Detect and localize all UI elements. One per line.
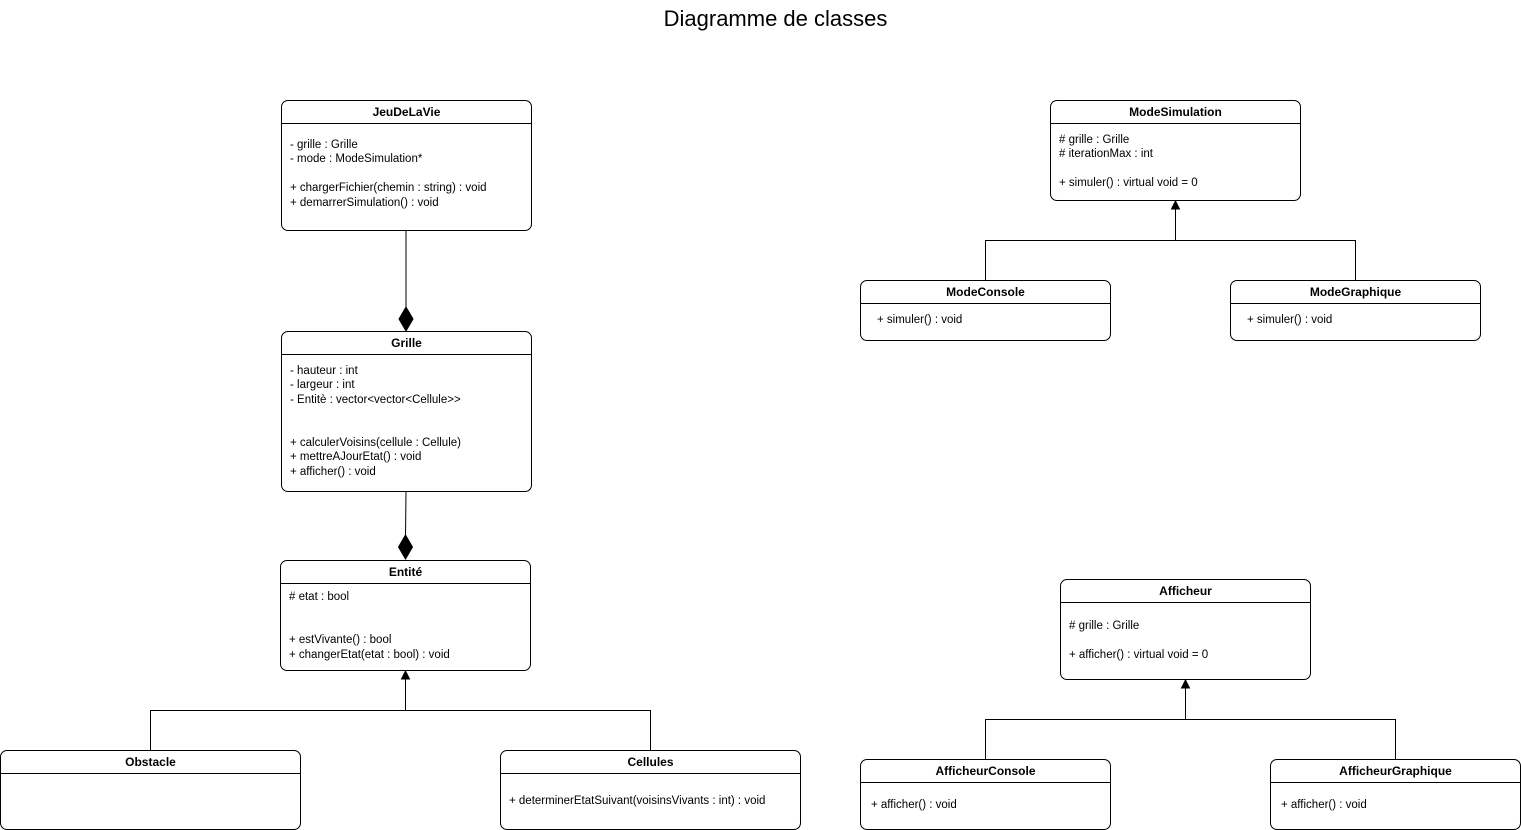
method: + afficher() : void: [290, 465, 376, 478]
class-obstacle[interactable]: Obstacle: [0, 750, 301, 830]
method: + afficher() : virtual void = 0: [1069, 648, 1209, 661]
class-cellules[interactable]: Cellules + determinerEtatSuivant(voisins…: [500, 750, 801, 830]
attribute: # grille : Grille: [1069, 620, 1140, 632]
spacer: [290, 422, 523, 436]
inheritance-entite: [150, 669, 651, 751]
class-modeconsole[interactable]: ModeConsole + simuler() : void: [860, 280, 1111, 341]
class-name: ModeSimulation: [1051, 101, 1300, 124]
class-grille[interactable]: Grille - hauteur : int - largeur : int -…: [281, 331, 532, 492]
method: + calculerVoisins(cellule : Cellule): [290, 437, 461, 449]
class-entite[interactable]: Entité # etat : bool + estVivante() : bo…: [280, 560, 531, 671]
inheritance-arrow: [1170, 199, 1181, 210]
attribute: # etat : bool: [289, 591, 350, 603]
method: + changerEtat(etat : bool) : void: [289, 648, 450, 661]
attribute: - hauteur : int: [290, 365, 358, 377]
inheritance-arrow: [400, 669, 411, 680]
class-name: JeuDeLaVie: [282, 101, 531, 124]
class-name: Afficheur: [1061, 580, 1310, 603]
spacer: [290, 407, 523, 421]
class-afficheurgraphique[interactable]: AfficheurGraphique + afficher() : void: [1270, 759, 1521, 830]
diagram-title: Diagramme de classes: [663, 6, 888, 31]
composition-diamond: [397, 534, 414, 560]
method: + chargerFichier(chemin : string) : void: [290, 182, 487, 195]
class-name: ModeConsole: [861, 281, 1110, 304]
method: + afficher() : void: [1281, 799, 1367, 811]
inheritance-arrow: [1180, 678, 1191, 689]
attribute: - grille : Grille: [290, 139, 358, 151]
class-name: AfficheurConsole: [861, 760, 1110, 783]
composition-grille-entite: [397, 491, 414, 560]
method: + demarrerSimulation() : void: [290, 196, 439, 209]
spacer: [1059, 162, 1292, 176]
method: + simuler() : void: [1247, 314, 1333, 326]
spacer: [1069, 633, 1302, 647]
method: + determinerEtatSuivant(voisinsVivants :…: [509, 795, 766, 807]
spacer: [289, 604, 522, 618]
method: + simuler() : virtual void = 0: [1059, 177, 1198, 190]
class-name: AfficheurGraphique: [1271, 760, 1520, 783]
inheritance-afficheur: [985, 678, 1396, 760]
class-modegraphique[interactable]: ModeGraphique + simuler() : void: [1230, 280, 1481, 341]
spacer: [290, 167, 523, 181]
class-name: Grille: [282, 332, 531, 355]
class-name: Cellules: [501, 751, 800, 774]
inheritance-modesimulation: [985, 199, 1356, 281]
class-name: ModeGraphique: [1231, 281, 1480, 304]
class-afficheurconsole[interactable]: AfficheurConsole + afficher() : void: [860, 759, 1111, 830]
class-modesimulation[interactable]: ModeSimulation # grille : Grille # itera…: [1050, 100, 1301, 201]
class-name: Entité: [281, 561, 530, 584]
method: + estVivante() : bool: [289, 634, 392, 647]
method: + mettreAJourEtat() : void: [290, 451, 422, 464]
method: + afficher() : void: [871, 799, 957, 811]
composition-diamond: [398, 306, 414, 332]
class-afficheur[interactable]: Afficheur # grille : Grille + afficher()…: [1060, 579, 1311, 680]
spacer: [289, 619, 522, 633]
attribute: - Entitè : vector<vector<Cellule>>: [290, 393, 461, 406]
composition-jeu-grille: [398, 231, 414, 332]
method: + simuler() : void: [877, 314, 963, 326]
attribute: - largeur : int: [290, 379, 355, 392]
attribute: # iterationMax : int: [1059, 148, 1153, 161]
attribute: # grille : Grille: [1059, 134, 1130, 146]
class-jeudelavie[interactable]: JeuDeLaVie - grille : Grille - mode : Mo…: [281, 100, 532, 231]
class-name: Obstacle: [1, 751, 300, 774]
attribute: - mode : ModeSimulation*: [290, 153, 423, 166]
